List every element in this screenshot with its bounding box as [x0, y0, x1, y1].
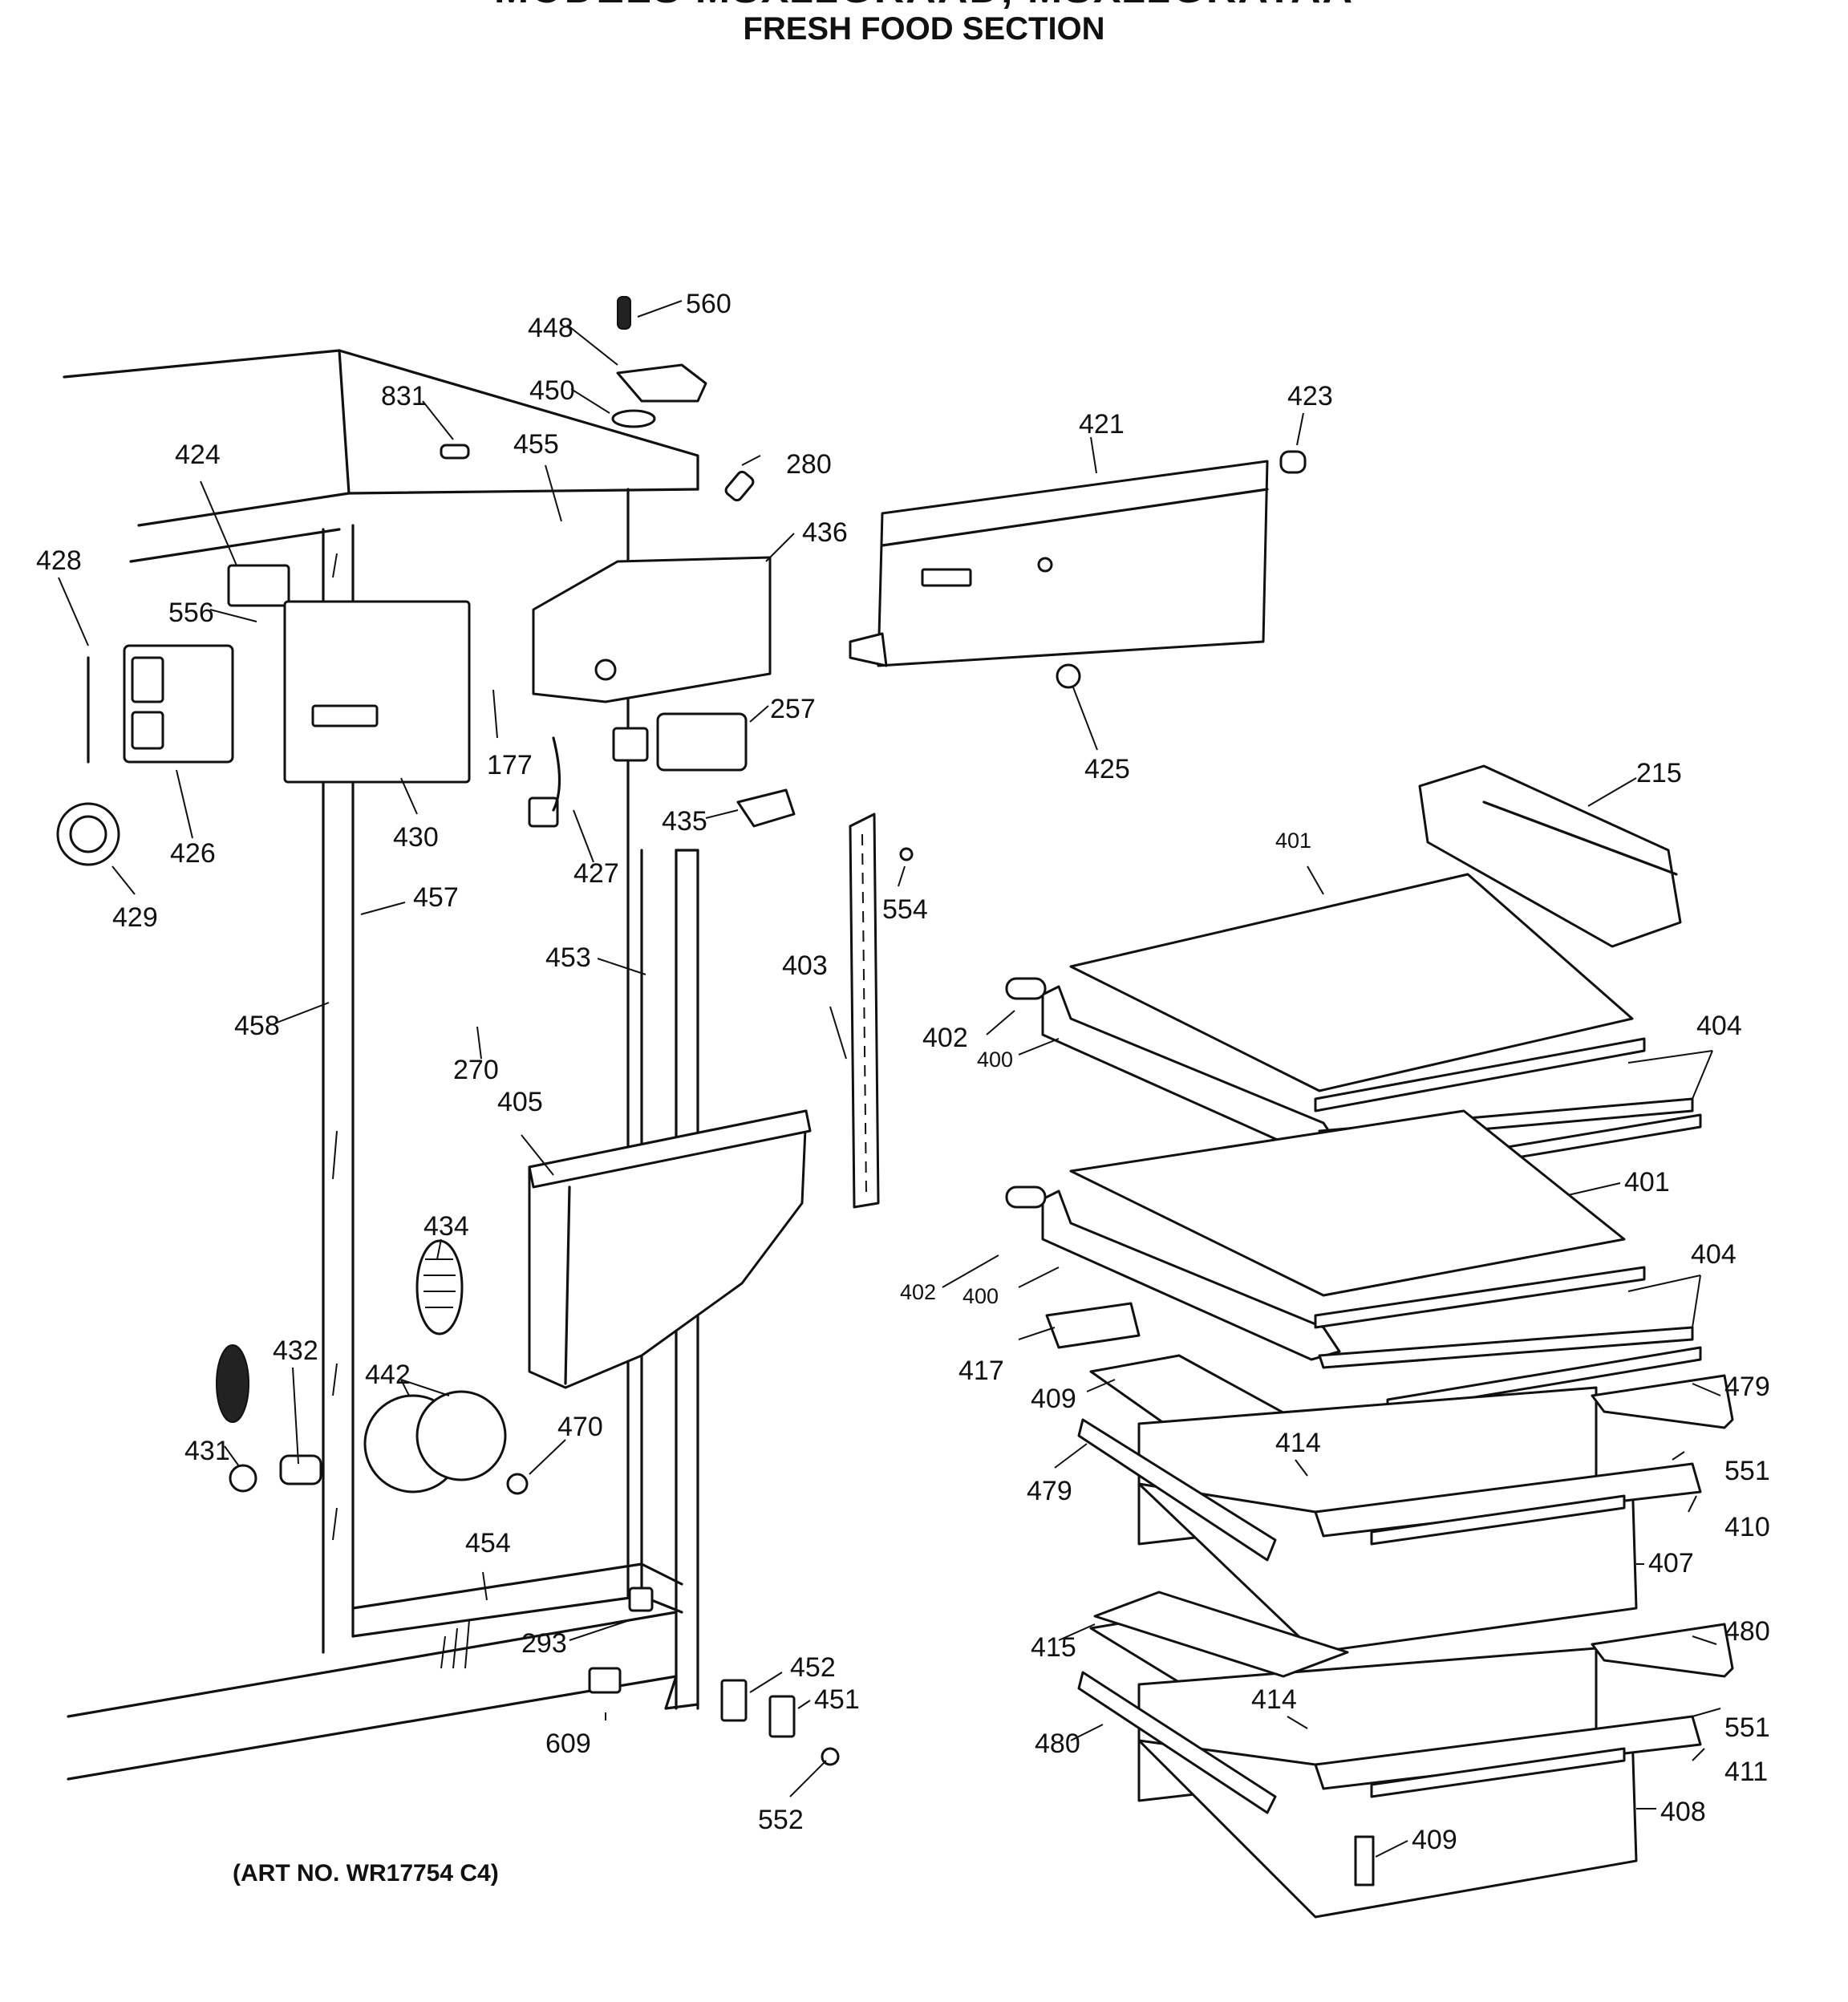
- callout: 470: [557, 1412, 603, 1442]
- callout: 455: [513, 429, 559, 460]
- callout: 402: [900, 1280, 936, 1304]
- callout: 423: [1287, 381, 1333, 411]
- callout: 415: [1031, 1632, 1076, 1663]
- drawer-407: [1077, 1354, 1734, 1654]
- callout: 436: [802, 517, 848, 548]
- callout: 454: [465, 1528, 511, 1558]
- callout: 293: [521, 1628, 567, 1659]
- callout: 215: [1636, 758, 1682, 788]
- callout: 434: [424, 1211, 469, 1242]
- lower-left-parts: [216, 847, 914, 1766]
- callout: 405: [497, 1087, 543, 1117]
- callout: 429: [112, 902, 158, 933]
- callout: 426: [170, 838, 216, 869]
- callout-labels: 560 448 450 831 455 424 428 556 426 429 …: [36, 289, 1770, 1855]
- shelf-lower: [1005, 1109, 1702, 1413]
- callout: 430: [393, 822, 439, 853]
- callout: 448: [528, 313, 573, 343]
- callout: 410: [1724, 1512, 1770, 1542]
- callout: 401: [1275, 829, 1311, 853]
- callout: 404: [1691, 1239, 1737, 1270]
- callout: 407: [1648, 1548, 1694, 1578]
- top-hinge-assembly: [440, 296, 755, 502]
- diagram-title: MODELS MSX22GRAAD, MSX22GRATAA: [0, 0, 1848, 13]
- control-group-center: [528, 556, 796, 828]
- callout: 551: [1724, 1712, 1770, 1743]
- callout: 479: [1724, 1372, 1770, 1402]
- callout: 270: [453, 1055, 499, 1085]
- callout: 400: [962, 1284, 999, 1308]
- callout: 431: [184, 1436, 230, 1466]
- art-number: (ART NO. WR17754 C4): [233, 1860, 499, 1886]
- callout: 442: [365, 1360, 411, 1390]
- callout: 609: [545, 1728, 591, 1759]
- callout: 831: [381, 381, 427, 411]
- callout: 425: [1084, 754, 1130, 784]
- callout: 428: [36, 545, 82, 576]
- callout: 417: [958, 1356, 1004, 1386]
- callout: 177: [487, 750, 533, 780]
- leader-lines: [58, 300, 1721, 1858]
- callout: 424: [175, 440, 221, 470]
- callout: 480: [1724, 1616, 1770, 1647]
- callout: 480: [1035, 1728, 1080, 1759]
- callout: 452: [790, 1652, 836, 1683]
- callout: 560: [686, 289, 732, 319]
- callout: 280: [786, 449, 832, 480]
- callout: 400: [977, 1048, 1013, 1072]
- callout: 450: [529, 375, 575, 406]
- callout: 403: [782, 950, 828, 981]
- callout: 408: [1660, 1797, 1706, 1827]
- glass-415: [1093, 1591, 1349, 1678]
- callout: 257: [770, 694, 816, 724]
- callout: 414: [1275, 1428, 1321, 1458]
- cover-421: [849, 450, 1307, 689]
- callout: 432: [273, 1335, 318, 1366]
- callout: 479: [1027, 1476, 1072, 1506]
- section-title: FRESH FOOD SECTION: [743, 11, 1105, 47]
- meat-pan-405: [528, 1109, 812, 1389]
- callout: 458: [234, 1011, 280, 1041]
- callout: 409: [1412, 1825, 1457, 1855]
- callout: 556: [168, 598, 214, 628]
- callout: 404: [1696, 1011, 1742, 1041]
- callout: 451: [814, 1684, 860, 1715]
- drawer-408: [1077, 1615, 1734, 1919]
- callout: 435: [662, 806, 707, 837]
- callout: 554: [882, 894, 928, 925]
- callout: 409: [1031, 1384, 1076, 1414]
- callout: 551: [1724, 1456, 1770, 1486]
- callout: 552: [758, 1805, 804, 1835]
- callout: 427: [573, 858, 619, 889]
- callout: 457: [413, 882, 459, 913]
- callout: 411: [1724, 1757, 1768, 1787]
- shelf-rail-403: [849, 813, 880, 1209]
- rail-417: [1045, 1302, 1141, 1349]
- callout: 453: [545, 942, 591, 973]
- callout: 401: [1624, 1167, 1670, 1198]
- bin-215: [1418, 764, 1682, 948]
- control-group-left: [56, 564, 471, 866]
- callout: 421: [1079, 409, 1125, 440]
- callout: 402: [922, 1023, 968, 1053]
- callout: 414: [1251, 1684, 1297, 1715]
- cabinet-liner: [63, 349, 699, 1781]
